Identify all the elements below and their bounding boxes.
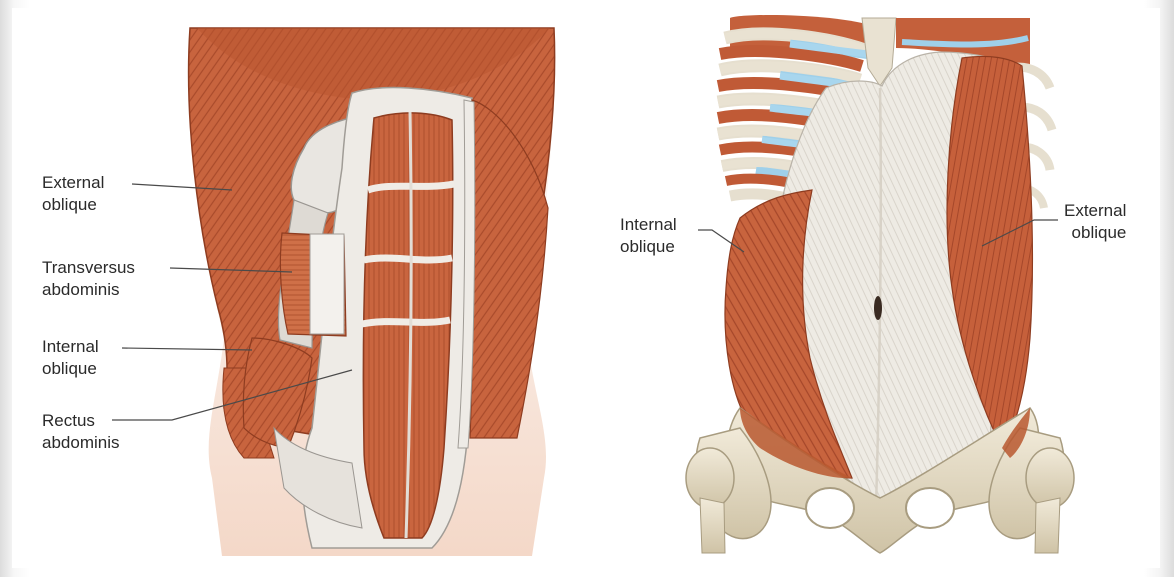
label-line: abdominis xyxy=(42,432,120,454)
label-rectus-abdominis: Rectus abdominis xyxy=(42,410,120,454)
label-line: oblique xyxy=(620,236,677,258)
torso-oblique-illustration xyxy=(590,8,1160,568)
tendinous-intersection-3 xyxy=(362,320,450,324)
label-internal-oblique: Internal oblique xyxy=(42,336,99,380)
label-line: abdominis xyxy=(42,279,135,301)
label-internal-oblique-right: Internal oblique xyxy=(620,214,677,258)
label-transversus-abdominis: Transversus abdominis xyxy=(42,257,135,301)
label-line: Internal xyxy=(42,336,99,358)
tendinous-intersection-2 xyxy=(364,258,452,260)
label-line: oblique xyxy=(1064,222,1126,244)
label-line: Transversus xyxy=(42,257,135,279)
label-line: External xyxy=(42,172,104,194)
label-external-oblique: External oblique xyxy=(42,172,104,216)
label-external-oblique-right: External oblique xyxy=(1064,200,1126,244)
transversus-aponeurosis xyxy=(310,234,344,334)
label-line: Internal xyxy=(620,214,677,236)
umbilicus xyxy=(874,296,882,320)
panel-anterior-muscles: External oblique Transversus abdominis I… xyxy=(12,8,585,568)
panel-oblique-muscles: Internal oblique External oblique xyxy=(590,8,1160,568)
label-line: Rectus xyxy=(42,410,120,432)
label-line: oblique xyxy=(42,358,99,380)
label-line: External xyxy=(1064,200,1126,222)
label-line: oblique xyxy=(42,194,104,216)
